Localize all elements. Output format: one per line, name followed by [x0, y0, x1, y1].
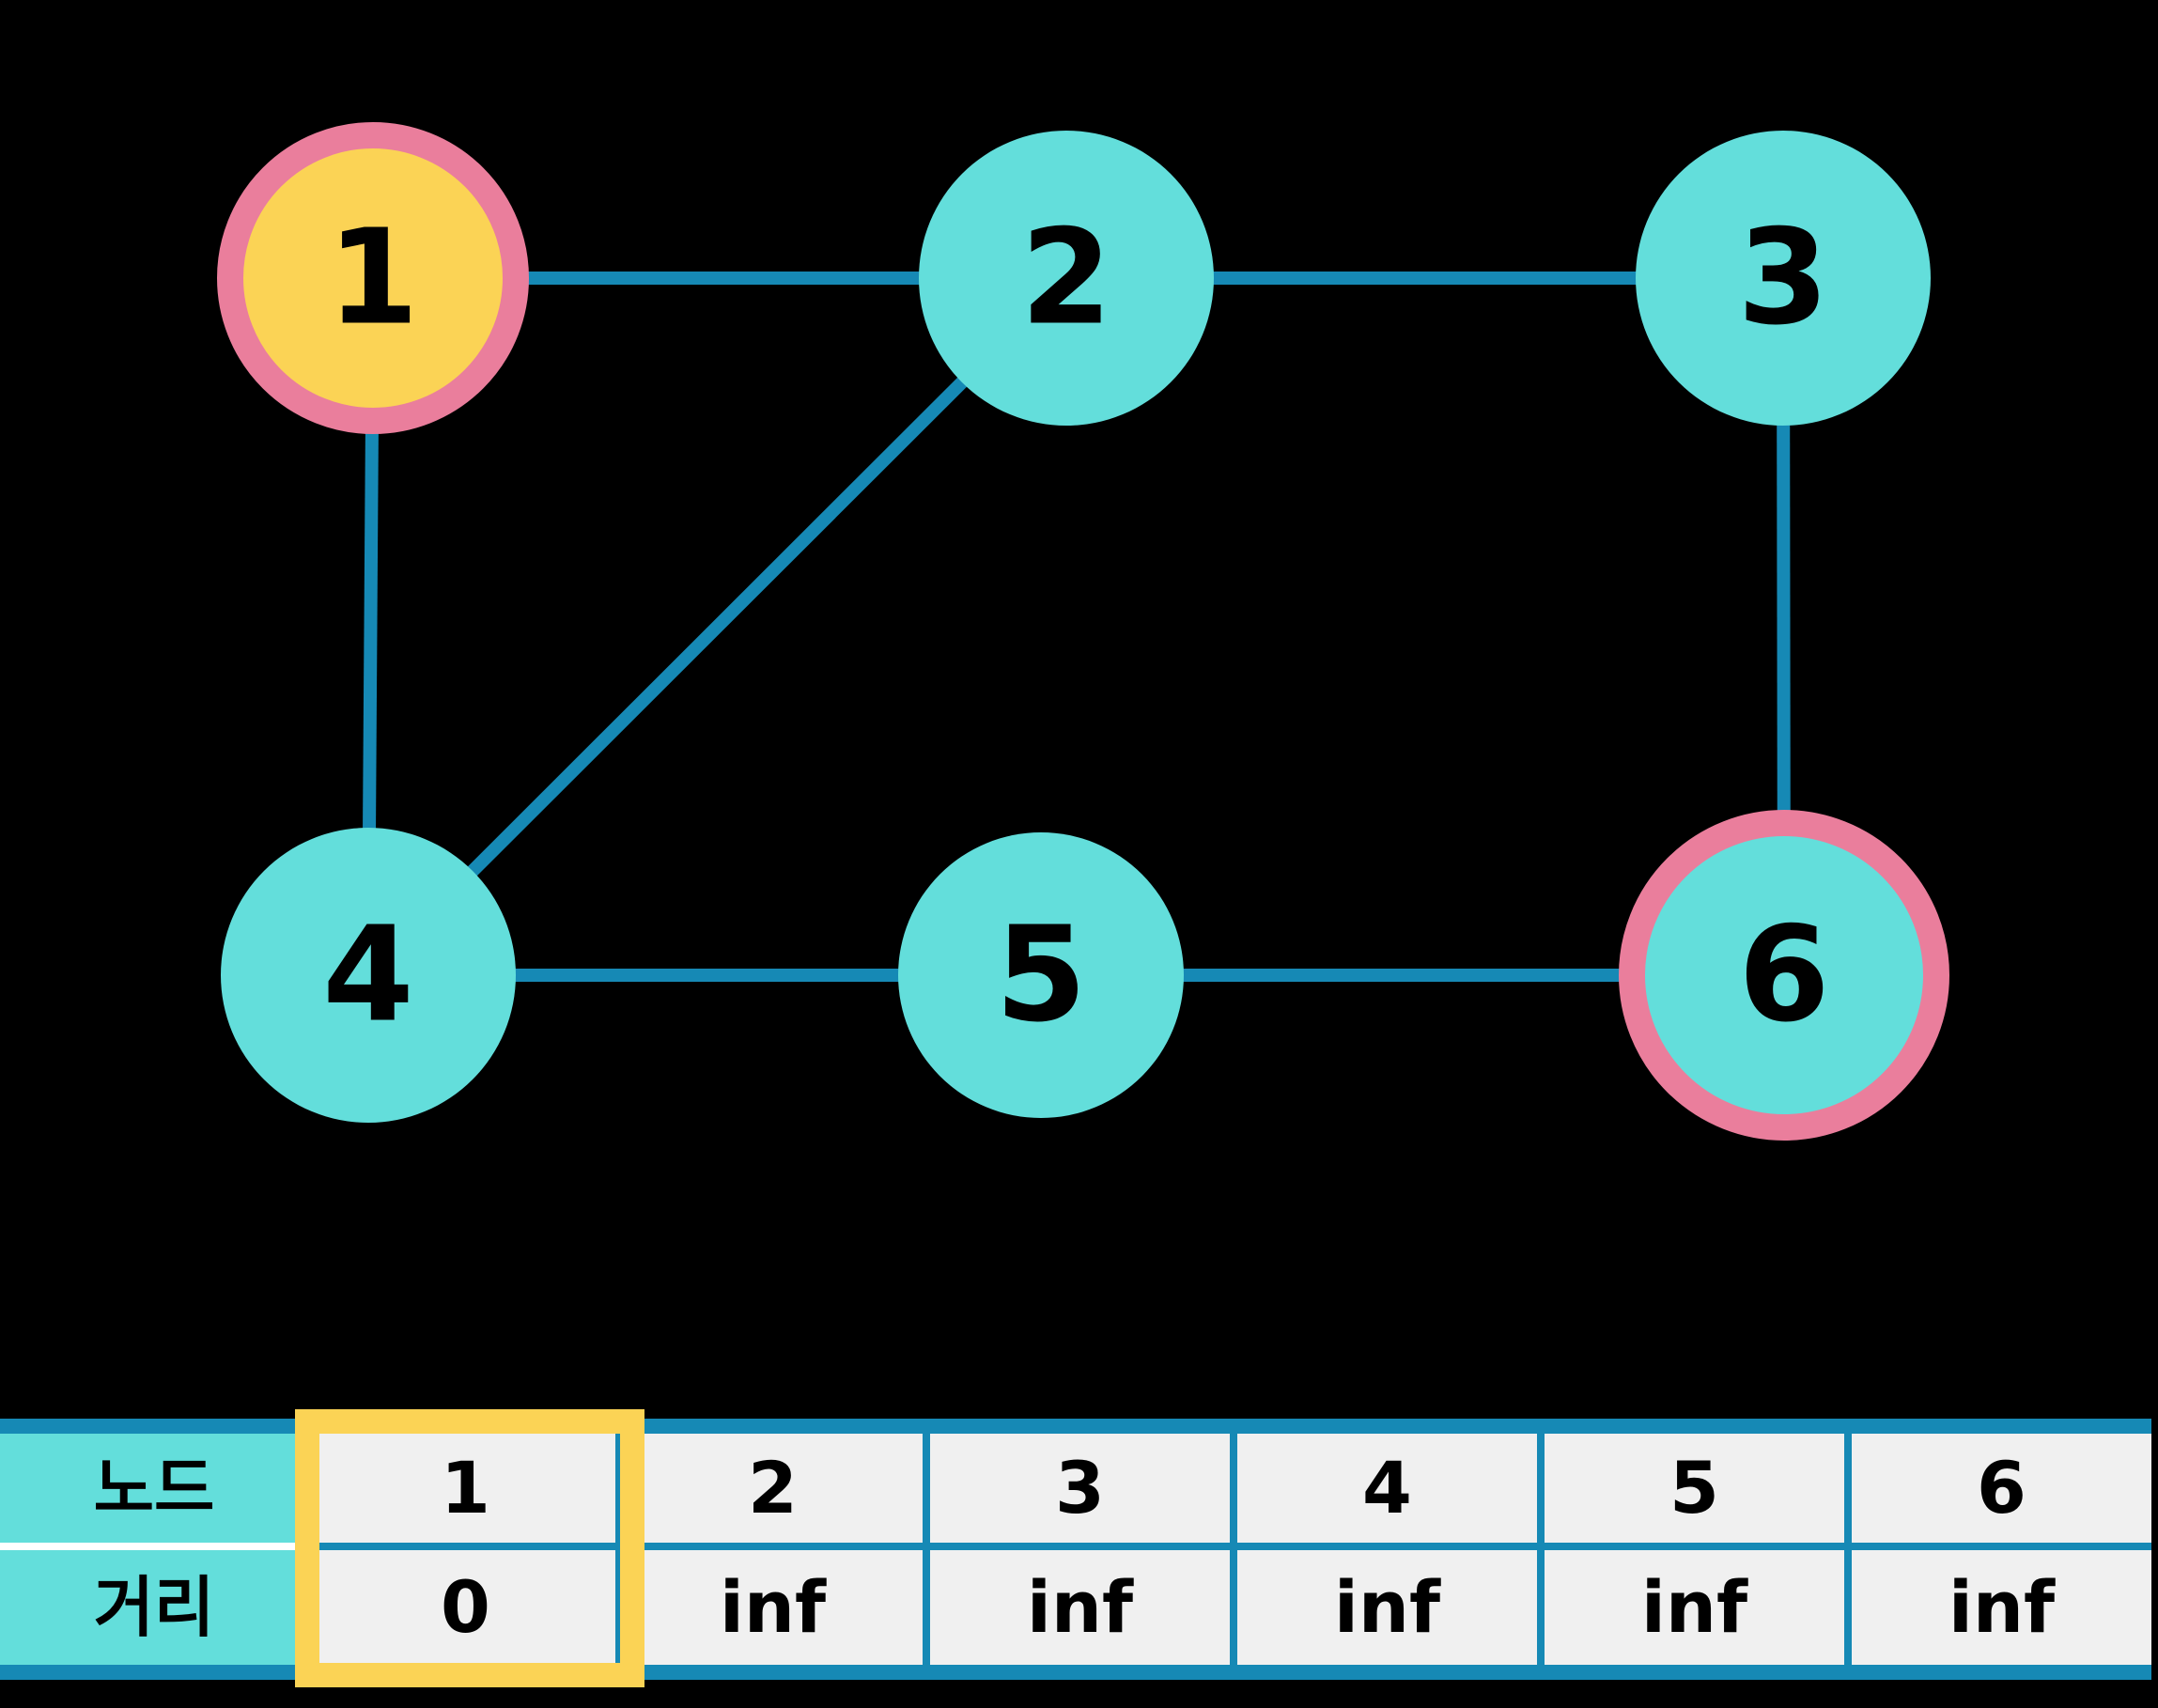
node-3-circle [1636, 131, 1931, 426]
node-6-label: 6 [1738, 899, 1829, 1052]
node-cell-2: 2 [615, 1434, 923, 1550]
node-cell-3: 3 [923, 1434, 1230, 1550]
distance-cell-3: inf [923, 1550, 1230, 1665]
distance-cell-5: inf [1537, 1550, 1844, 1665]
row-header-node: 노드 [0, 1434, 308, 1550]
node-2-circle [919, 131, 1214, 426]
node-1-label: 1 [327, 202, 418, 355]
node-2-label: 2 [1020, 202, 1111, 355]
distance-cell-2: inf [615, 1550, 923, 1665]
node-4-circle [221, 828, 516, 1123]
row-header-distance: 거리 [0, 1550, 308, 1665]
node-4-label: 4 [322, 899, 413, 1052]
node-5-circle [898, 832, 1184, 1118]
node-cell-6: 6 [1844, 1434, 2151, 1550]
graph-svg: 1 2 3 4 5 6 [217, 122, 1949, 1141]
node-5-label: 5 [995, 899, 1086, 1052]
node-1-circle [217, 122, 529, 434]
distance-cell-4: inf [1230, 1550, 1537, 1665]
node-3-label: 3 [1737, 202, 1828, 355]
edge-2-4 [364, 273, 1071, 980]
distance-cell-6: inf [1844, 1550, 2151, 1665]
node-cell-1: 1 [308, 1434, 615, 1550]
node-cell-5: 5 [1537, 1434, 1844, 1550]
node-cell-4: 4 [1230, 1434, 1537, 1550]
highlight-box-column-1 [295, 1409, 644, 1687]
node-6-circle [1619, 810, 1949, 1141]
